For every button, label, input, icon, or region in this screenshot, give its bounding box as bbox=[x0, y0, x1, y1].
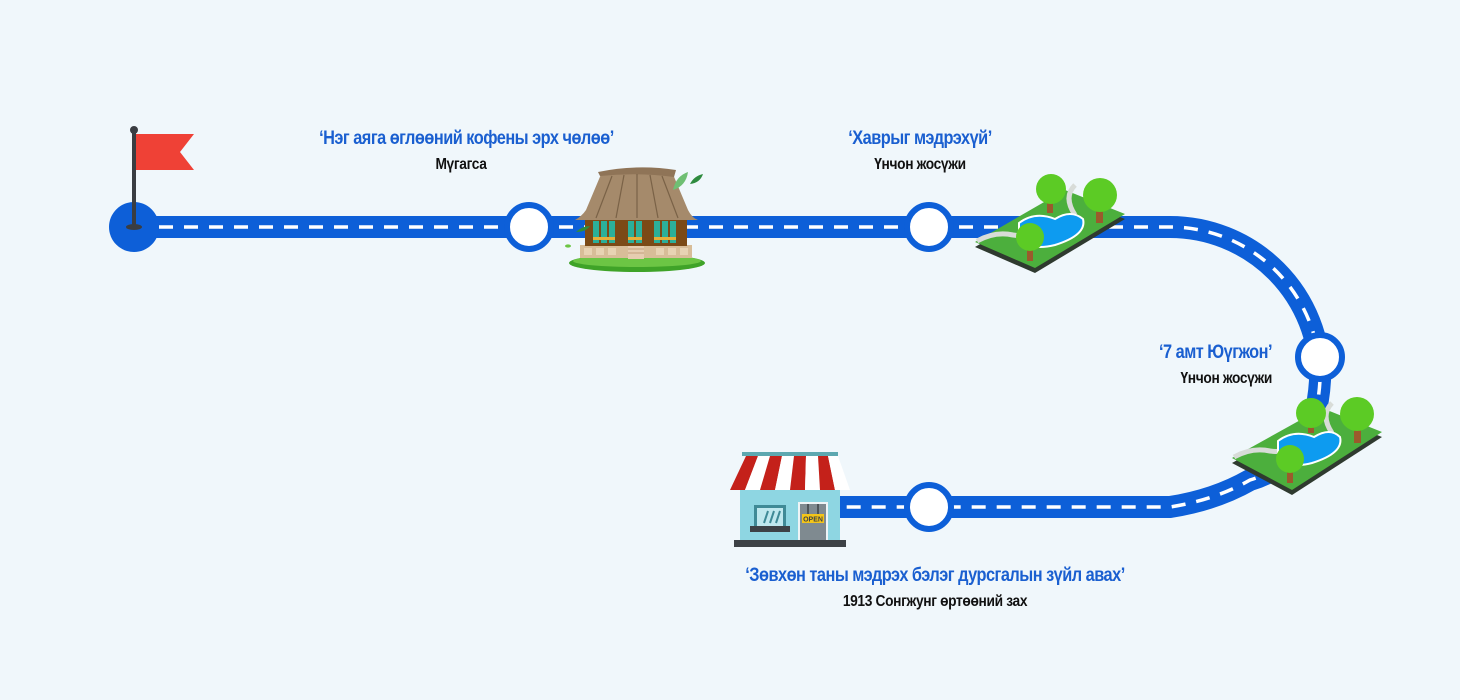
waypoint-stop-4[interactable] bbox=[904, 482, 954, 532]
stop-2-title: ‘Хаврыг мэдрэхүй’ bbox=[848, 128, 992, 149]
stop-4-label: ‘Зөвхөн таны мэдрэх бэлэг дурсгалын зүйл… bbox=[700, 565, 1170, 611]
stop-1-label: ‘Нэг аяга өглөөний кофены эрх чөлөө’ Мүг… bbox=[296, 128, 626, 174]
flag-icon bbox=[126, 126, 194, 230]
stop-2-label: ‘Хаврыг мэдрэхүй’ Үнчон жосүжи bbox=[820, 128, 1020, 174]
stop-3-subtitle: Үнчон жосүжи bbox=[1180, 370, 1272, 387]
park-icon bbox=[1232, 397, 1382, 495]
stop-1-title: ‘Нэг аяга өглөөний кофены эрх чөлөө’ bbox=[319, 128, 614, 149]
traditional-house-icon bbox=[565, 167, 705, 272]
waypoint-stop-2[interactable] bbox=[904, 202, 954, 252]
road-center-line bbox=[134, 225, 1322, 509]
waypoint-stop-1[interactable] bbox=[504, 202, 554, 252]
stop-3-label: ‘7 амт Юүгжон’ Үнчон жосүжи bbox=[1100, 342, 1272, 388]
park-icon bbox=[975, 174, 1125, 273]
shop-open-sign: OPEN bbox=[803, 517, 823, 524]
waypoint-stop-3[interactable] bbox=[1295, 332, 1345, 382]
stop-4-title: ‘Зөвхөн таны мэдрэх бэлэг дурсгалын зүйл… bbox=[745, 565, 1125, 586]
stop-2-subtitle: Үнчон жосүжи bbox=[874, 156, 966, 173]
stop-3-title: ‘7 амт Юүгжон’ bbox=[1159, 342, 1272, 363]
stop-1-subtitle: Мүгагса bbox=[435, 156, 487, 173]
stop-4-subtitle: 1913 Сонгжунг өртөөний зах bbox=[842, 593, 1028, 610]
shop-icon: OPEN bbox=[730, 452, 850, 547]
start-marker bbox=[109, 126, 194, 252]
